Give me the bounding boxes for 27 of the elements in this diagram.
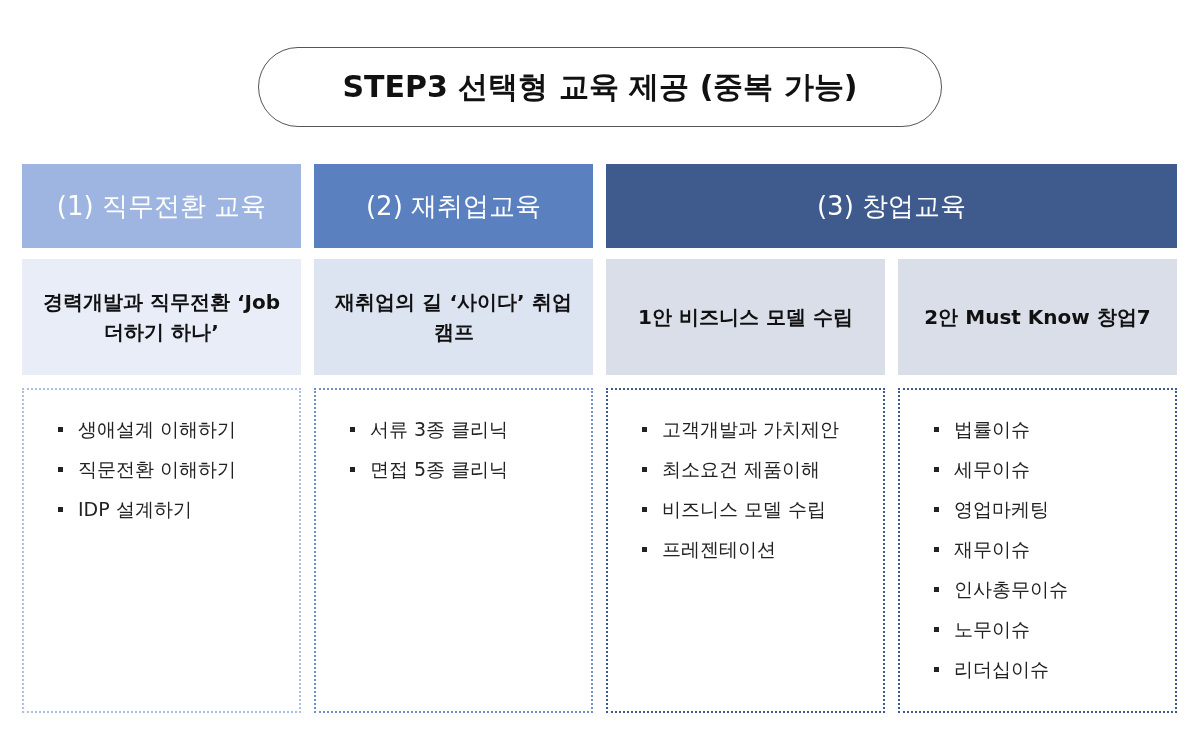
bullet-item: 직문전환 이해하기: [58, 456, 289, 482]
bullet-item: 서류 3종 클리닉: [350, 416, 581, 442]
program-title-box: 2안 Must Know 창업7: [898, 259, 1177, 375]
bullet-item: 비즈니스 모델 수립: [642, 496, 873, 522]
bullet-item: 면접 5종 클리닉: [350, 456, 581, 482]
bullet-item: 인사총무이슈: [934, 576, 1165, 602]
bullet-item: IDP 설계하기: [58, 496, 289, 522]
dotted-list-box: [606, 388, 885, 713]
bullet-item: 법률이슈: [934, 416, 1165, 442]
dotted-list-box: [22, 388, 301, 713]
bullet-item: 프레젠테이션: [642, 536, 873, 562]
bullet-item: 최소요건 제품이해: [642, 456, 873, 482]
bullet-item: 노무이슈: [934, 616, 1165, 642]
bullet-item: 리더십이슈: [934, 656, 1165, 682]
bullet-item: 재무이슈: [934, 536, 1165, 562]
category-header-bar: (1) 직무전환 교육: [22, 164, 301, 248]
dotted-list-box: [314, 388, 593, 713]
category-header-bar: (3) 창업교육: [606, 164, 1177, 248]
program-title-box: 재취업의 길 ‘사이다’ 취업 캠프: [314, 259, 593, 375]
bullet-item: 생애설계 이해하기: [58, 416, 289, 442]
bullet-item: 고객개발과 가치제안: [642, 416, 873, 442]
bullet-item: 영업마케팅: [934, 496, 1165, 522]
category-header-bar: (2) 재취업교육: [314, 164, 593, 248]
program-title-box: 경력개발과 직무전환 ‘Job 더하기 하나’: [22, 259, 301, 375]
program-title-box: 1안 비즈니스 모델 수립: [606, 259, 885, 375]
dotted-list-box: [898, 388, 1177, 713]
bullet-item: 세무이슈: [934, 456, 1165, 482]
